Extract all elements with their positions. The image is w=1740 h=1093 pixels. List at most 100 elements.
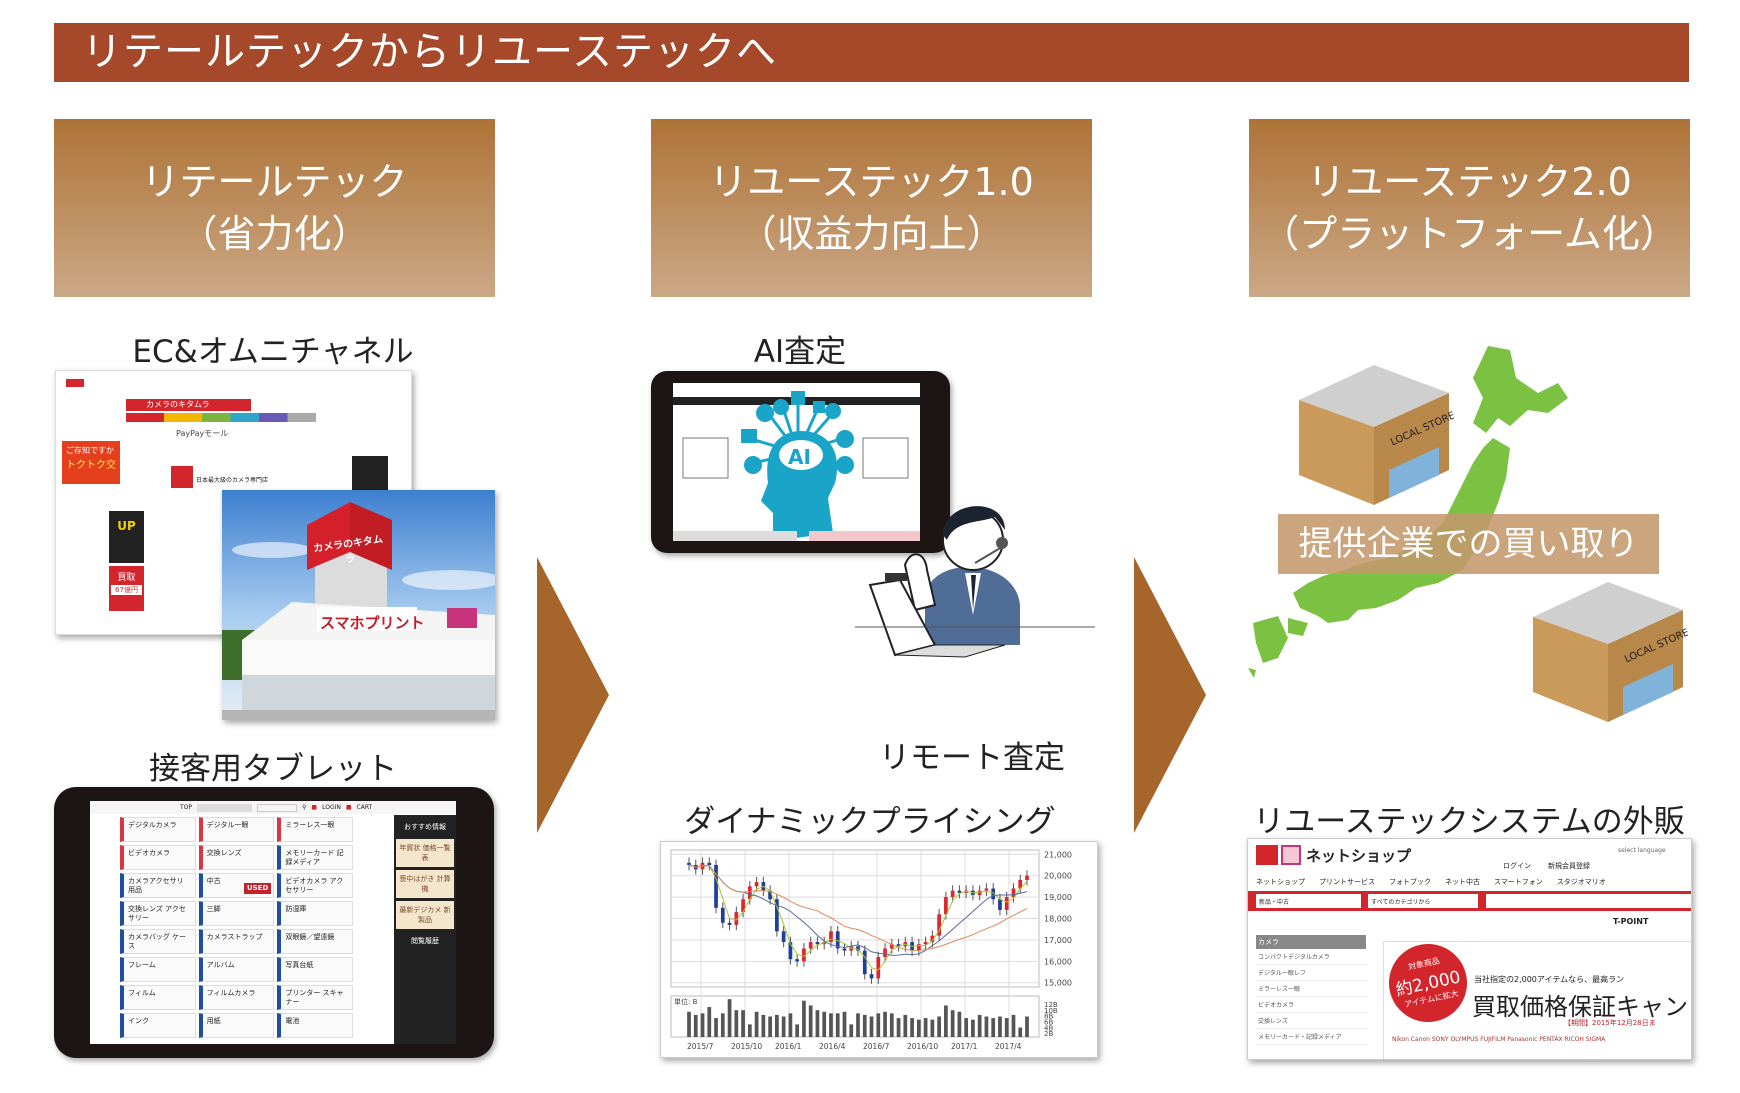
volume-tick-label: 4B <box>1044 1024 1053 1032</box>
category-tile[interactable]: アルバム <box>198 957 275 982</box>
category-tile-label: カメラバッグ ケース <box>128 933 187 950</box>
lock-icon: ■ <box>311 804 318 811</box>
recommend-sidebar: おすすめ情報年賀状 価格一覧表喪中はがき 計算機最新デジカメ 新製品閲覧履歴 <box>394 815 456 1044</box>
category-tile[interactable]: 三脚 <box>198 901 275 926</box>
login-link[interactable]: ログイン <box>1503 862 1531 870</box>
category-tile[interactable]: フィルムカメラ <box>198 985 275 1010</box>
category-tile[interactable]: フィルム <box>120 985 196 1010</box>
candle <box>775 899 779 932</box>
category-tile[interactable]: 双眼鏡／望遠鏡 <box>277 929 353 954</box>
sidebar-item[interactable]: 交換レンズ <box>1256 1013 1366 1029</box>
category-tile[interactable]: 交換レンズ <box>198 845 275 870</box>
category-tile[interactable]: 交換レンズ アクセサリー <box>120 901 196 926</box>
promo-text: ご存知ですか <box>66 446 114 455</box>
volume-bar <box>707 1007 712 1037</box>
volume-bar <box>795 1024 800 1037</box>
back-button[interactable] <box>673 531 797 541</box>
category-tile[interactable]: ビデオカメラ アクセサリー <box>277 873 353 898</box>
candle <box>1004 897 1009 910</box>
tpoint-label: T-POINT <box>1613 917 1649 926</box>
recommend-item[interactable]: 最新デジカメ 新製品 <box>396 901 454 929</box>
candle <box>1025 875 1029 880</box>
category-tile[interactable]: デジタル一眼 <box>198 817 275 842</box>
recommend-item[interactable]: 閲覧履歴 <box>396 932 454 950</box>
sidebar-item[interactable]: ビデオカメラ <box>1256 997 1366 1013</box>
candle <box>835 931 840 949</box>
nav-item[interactable]: スマートフォン <box>1494 878 1543 886</box>
nav-item[interactable]: プリントサービス <box>1319 878 1375 886</box>
volume-bar <box>1011 1014 1016 1037</box>
category-tile-label: アルバム <box>206 961 235 969</box>
candle <box>977 890 982 895</box>
submit-button[interactable] <box>808 531 920 541</box>
mall-name: PayPayモール <box>176 429 229 438</box>
store-tablet: TOP ⚲ ■LOGIN ■CART デジタルカメラデジタル一眼ミラーレス一眼ビ… <box>54 787 494 1058</box>
candle <box>1018 879 1023 889</box>
sidebar-item[interactable]: コンパクトデジタルカメラ <box>1256 949 1366 965</box>
volume-bar <box>971 1019 975 1037</box>
candle <box>842 948 847 951</box>
category-tile[interactable]: カメラストラップ <box>198 929 275 954</box>
category-tile[interactable]: 電池 <box>277 1013 353 1038</box>
login-button[interactable]: LOGIN <box>322 804 341 811</box>
volume-bar <box>889 1013 894 1037</box>
sidebar-item[interactable]: デジタル一眼レフ <box>1256 965 1366 981</box>
tagline: 日本最大級のカメラ専門店 <box>196 477 269 484</box>
category-tile[interactable]: フレーム <box>120 957 196 982</box>
search-input[interactable] <box>257 803 298 812</box>
category-tile-label: デジタルカメラ <box>128 821 177 829</box>
moving-average-line <box>688 864 1028 956</box>
volume-bar <box>687 1011 691 1037</box>
recommend-item[interactable]: 喪中はがき 計算機 <box>396 870 454 898</box>
volume-bar <box>700 1013 705 1037</box>
category-tile[interactable]: デジタルカメラ <box>120 817 196 842</box>
volume-bar <box>727 999 732 1037</box>
category-tile[interactable]: プリンター スキャナー <box>277 985 353 1010</box>
condition-select[interactable]: 新品・中古 <box>1256 894 1361 908</box>
nav-item[interactable]: ネットショップ <box>1256 878 1305 886</box>
category-tile[interactable]: カメラアクセサリ 用品 <box>120 873 196 898</box>
nav-item[interactable]: スタジオマリオ <box>1556 878 1606 886</box>
cart-icon: ■ <box>345 804 352 811</box>
volume-bar <box>1004 1018 1009 1037</box>
category-tile[interactable]: ビデオカメラ <box>120 845 196 870</box>
register-link[interactable]: 新規会員登録 <box>1548 862 1590 870</box>
volume-bar <box>775 1014 779 1037</box>
recommend-item[interactable]: おすすめ情報 <box>396 818 454 836</box>
category-select[interactable] <box>197 803 253 812</box>
candle <box>923 942 928 945</box>
header-line1: リユーステック1.0 <box>709 160 1034 204</box>
category-tile-label: 写真台紙 <box>285 961 314 969</box>
category-tile[interactable]: カメラバッグ ケース <box>120 929 196 954</box>
category-tile[interactable]: インク <box>120 1013 196 1038</box>
candle <box>957 890 962 893</box>
header-line2: （収益力向上） <box>738 212 1005 256</box>
candle <box>862 950 867 975</box>
category-tile[interactable]: ミラーレス一眼 <box>277 817 353 842</box>
category-select[interactable]: すべてのカテゴリから <box>1368 894 1478 908</box>
category-tile[interactable]: 写真台紙 <box>277 957 353 982</box>
shop-title: ネットショップ <box>1306 847 1412 865</box>
volume-bar <box>1018 1027 1023 1037</box>
search-icon[interactable]: ⚲ <box>302 804 307 811</box>
category-tile[interactable]: 用紙 <box>198 1013 275 1038</box>
volume-bar <box>754 1011 759 1037</box>
store-photo: カメラのキタムラ スマホプリント <box>222 490 495 720</box>
nav-item[interactable]: ネット中古 <box>1445 878 1480 886</box>
candle <box>687 862 691 865</box>
category-tile[interactable]: 防湿庫 <box>277 901 353 926</box>
sidebar-item[interactable]: ミラーレス一眼 <box>1256 981 1366 997</box>
category-tile-label: 防湿庫 <box>285 905 307 913</box>
header-line1: リユーステック2.0 <box>1307 160 1632 204</box>
search-input[interactable] <box>1486 894 1691 908</box>
campaign-headline: 当社指定の2,000アイテムなら、最高ラン <box>1474 975 1625 984</box>
sidebar-item[interactable]: メモリーカード・記録メディア <box>1256 1029 1366 1045</box>
cart-button[interactable]: CART <box>356 804 373 811</box>
recommend-item[interactable]: 年賀状 価格一覧表 <box>396 839 454 867</box>
campaign-badge: 対象商品 約2,000 アイテムに拡大 <box>1381 936 1475 1030</box>
candle <box>869 974 874 979</box>
top-link[interactable]: TOP <box>180 804 193 811</box>
category-tile[interactable]: メモリーカード 記録メディア <box>277 845 353 870</box>
nav-item[interactable]: フォトブック <box>1389 878 1431 886</box>
